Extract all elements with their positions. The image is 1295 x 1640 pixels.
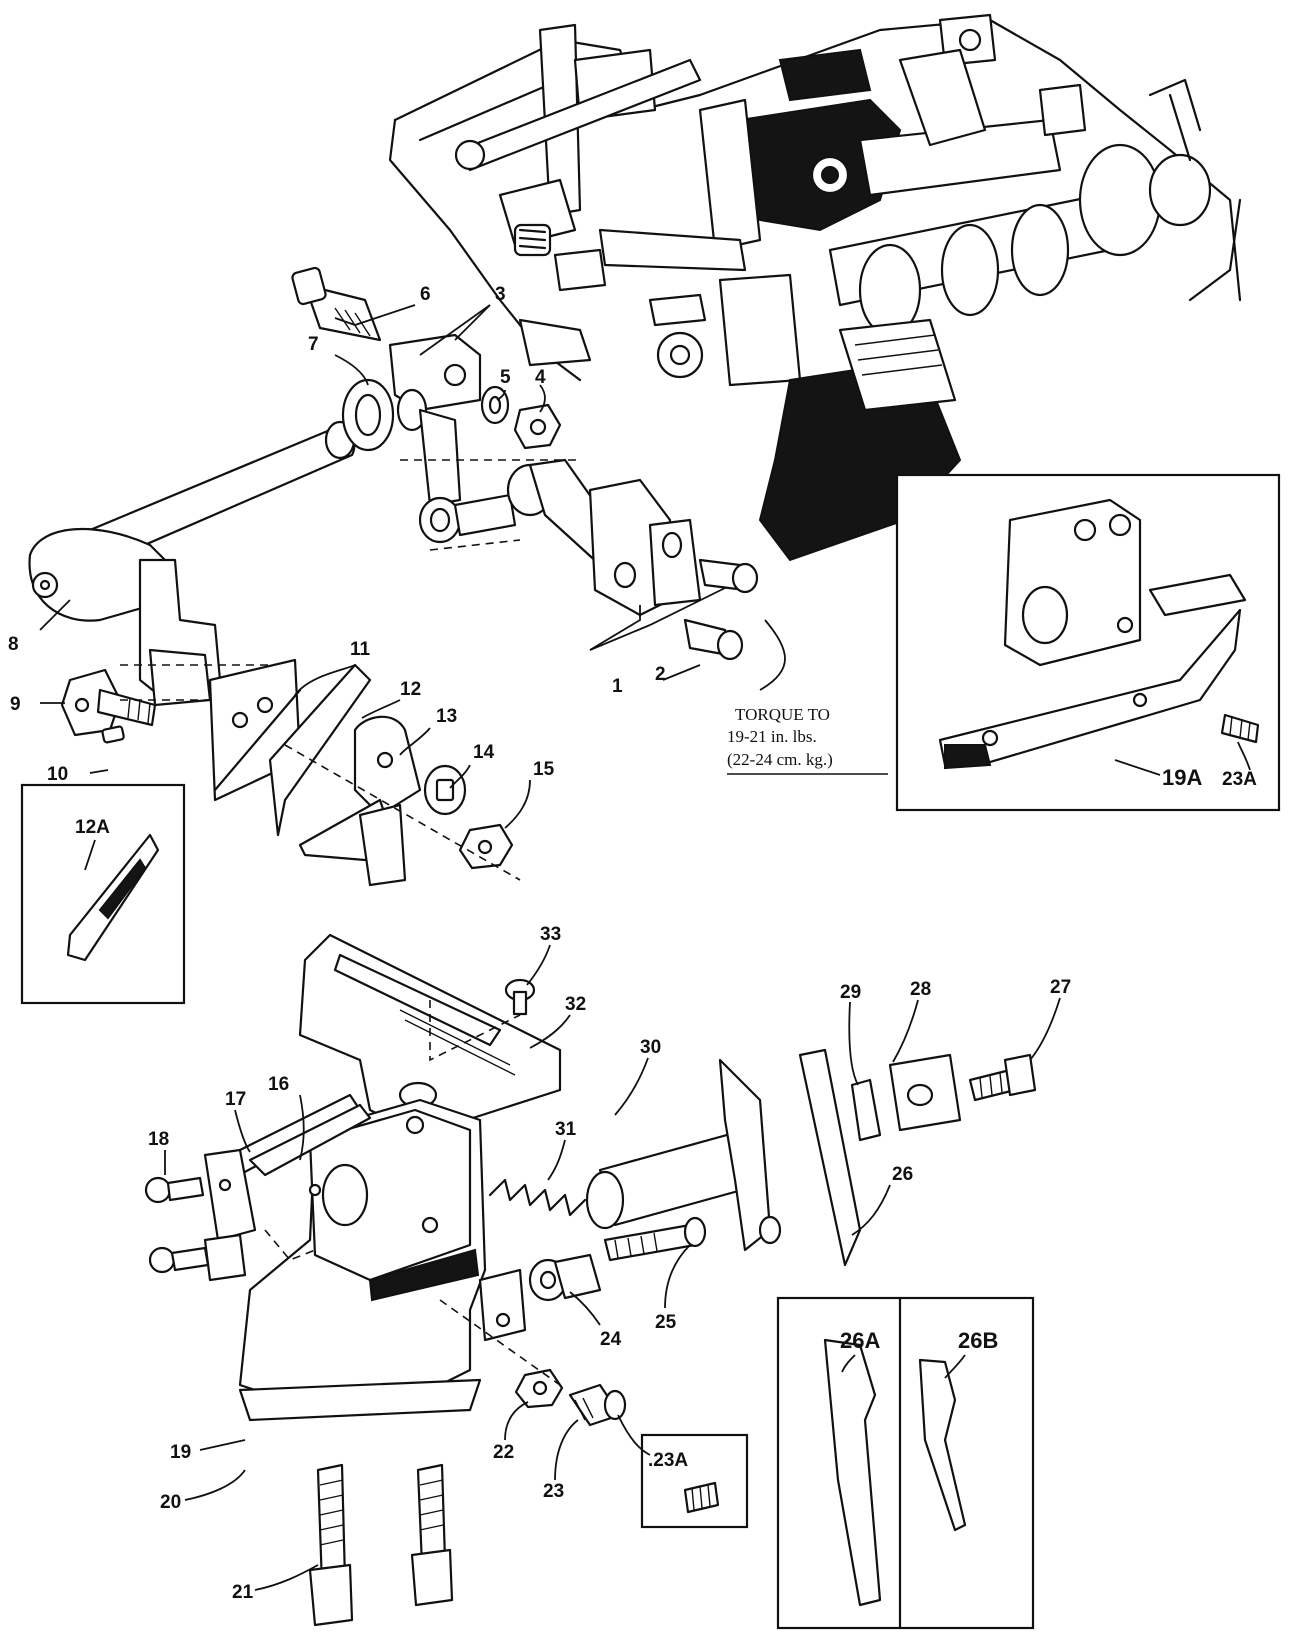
label-6: 6 (420, 284, 431, 305)
label-7: 7 (308, 334, 319, 355)
label-22: 22 (493, 1442, 514, 1463)
torque-note-line3: (22-24 cm. kg.) (727, 750, 833, 769)
label-20: 20 (160, 1492, 181, 1513)
label-19: 19 (170, 1442, 191, 1463)
label-10: 10 (47, 764, 68, 785)
label-25: 25 (655, 1312, 677, 1333)
callout-labels: 1 2 3 4 5 6 7 8 9 10 11 12 13 14 15 12A … (8, 284, 1257, 1603)
knife-parts (208, 658, 521, 887)
label-24: 24 (600, 1329, 622, 1350)
label-5: 5 (500, 367, 511, 388)
presser-foot-parts (144, 933, 1037, 1627)
label-15: 15 (533, 759, 555, 780)
label-13: 13 (436, 706, 457, 727)
label-27: 27 (1050, 977, 1071, 998)
inset-26a-26b (776, 1296, 1035, 1630)
label-8: 8 (8, 634, 19, 655)
label-31: 31 (555, 1119, 577, 1140)
label-23a-lower: .23A (648, 1450, 688, 1471)
label-21: 21 (232, 1582, 254, 1603)
label-2: 2 (655, 664, 666, 685)
label-4: 4 (535, 367, 546, 388)
label-26a: 26A (840, 1328, 880, 1353)
torque-note-line2: 19-21 in. lbs. (727, 727, 817, 746)
label-23: 23 (543, 1481, 564, 1502)
label-11: 11 (350, 639, 371, 660)
machine-assembly-illustration (388, 13, 1242, 562)
label-23a: 23A (1222, 769, 1257, 790)
lever-assembly-parts (28, 266, 759, 744)
label-26b: 26B (958, 1328, 998, 1353)
label-32: 32 (565, 994, 586, 1015)
label-28: 28 (910, 979, 931, 1000)
label-1: 1 (612, 676, 623, 697)
inset-23a-lower (640, 1433, 749, 1529)
label-12: 12 (400, 679, 421, 700)
leader-lines (39, 304, 1251, 1591)
label-29: 29 (840, 982, 861, 1003)
label-16: 16 (268, 1074, 289, 1095)
label-19a: 19A (1162, 765, 1202, 790)
label-14: 14 (473, 742, 495, 763)
torque-note-line1: TORQUE TO (735, 705, 830, 724)
label-12a: 12A (75, 817, 110, 838)
label-3: 3 (495, 284, 506, 305)
label-30: 30 (640, 1037, 661, 1058)
label-18: 18 (148, 1129, 169, 1150)
label-9: 9 (10, 694, 21, 715)
torque-note: TORQUE TO 19-21 in. lbs. (22-24 cm. kg.) (727, 705, 888, 775)
label-33: 33 (540, 924, 561, 945)
label-17: 17 (225, 1089, 246, 1110)
label-26: 26 (892, 1164, 913, 1185)
inset-19a-23a (895, 473, 1281, 812)
inset-12a (20, 783, 186, 1005)
